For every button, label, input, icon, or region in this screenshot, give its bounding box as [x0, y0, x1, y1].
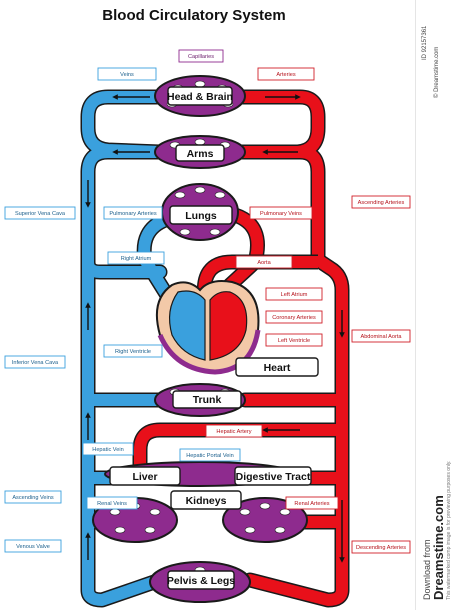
label-left-ventricle: Left Ventricle — [278, 338, 310, 344]
brand-text: Dreamstime.com — [431, 495, 446, 600]
organ-box-kidneys — [170, 490, 242, 510]
organ-liver: Liver — [132, 471, 157, 483]
label-right-atrium: Right Atrium — [121, 256, 152, 262]
label-renal-arteries: Renal Arteries — [294, 501, 329, 507]
image-id: ID 92157361 — [422, 26, 428, 60]
image-id-label: ID — [422, 54, 428, 60]
flow-arrows — [85, 94, 345, 563]
label-left-atrium: Left Atrium — [281, 292, 308, 298]
organ-heart: Heart — [264, 362, 291, 374]
heart-graphic — [156, 280, 261, 375]
organ-box-trunk — [172, 390, 242, 409]
image-id-value: 92157361 — [422, 25, 428, 53]
organ-box-arms — [175, 144, 225, 162]
organ-lungs: Lungs — [185, 210, 217, 222]
label-descending-arteries: Descending Arteries — [356, 545, 406, 551]
organ-box-liver — [109, 466, 181, 486]
disclaimer-text: This watermarked comp image is for previ… — [446, 460, 452, 600]
label-hepatic-vein: Hepatic Vein — [92, 447, 123, 453]
label-hepatic-artery: Hepatic Artery — [216, 429, 251, 435]
label-venous-valve: Venous Valve — [16, 544, 50, 550]
label-ascending-veins: Ascending Veins — [12, 495, 54, 501]
organ-box-lungs — [169, 205, 233, 225]
label-pulmonary-arteries: Pulmonary Arteries — [109, 211, 156, 217]
label-superior-vena-cava: Superior Vena Cava — [15, 211, 66, 217]
label-coronary-arteries: Coronary Arteries — [272, 315, 316, 321]
organ-head-brain: Head & Brain — [167, 91, 233, 103]
organ-box-pelvis-legs — [167, 570, 235, 590]
organ-digestive-tract: Digestive Tract — [236, 471, 311, 483]
label-inferior-vena-cava: Inferior Vena Cava — [12, 360, 59, 366]
organ-arms: Arms — [187, 148, 214, 160]
watermark-sidebar: ID 92157361 © Dreamstime.com Download fr… — [415, 0, 458, 610]
label-abdominal-aorta: Abdominal Aorta — [360, 334, 402, 340]
label-aorta: Aorta — [257, 260, 271, 266]
organ-boxes — [109, 86, 319, 590]
label-pulmonary-veins: Pulmonary Veins — [260, 211, 302, 217]
organ-kidneys: Kidneys — [186, 495, 227, 507]
label-arteries: Arteries — [276, 72, 295, 78]
label-renal-veins: Renal Veins — [97, 501, 127, 507]
label-veins: Veins — [120, 72, 134, 78]
label-hepatic-portal-vein: Hepatic Portal Vein — [186, 453, 234, 459]
label-right-ventricle: Right Ventricle — [115, 349, 151, 355]
organ-trunk: Trunk — [193, 394, 222, 406]
label-ascending-arteries: Ascending Arteries — [358, 200, 405, 206]
organ-box-heart — [235, 357, 319, 377]
organ-pelvis-legs: Pelvis & Legs — [167, 575, 235, 587]
label-boxes — [4, 49, 411, 554]
organ-box-digestive-tract — [234, 466, 312, 486]
circulatory-diagram: Blood Circulatory System — [4, 7, 411, 608]
organ-box-head-brain — [167, 86, 233, 106]
label-capillaries: Capillaries — [188, 54, 214, 60]
page-title: Blood Circulatory System — [102, 7, 285, 24]
copyright-text: © Dreamstime.com — [434, 46, 440, 98]
